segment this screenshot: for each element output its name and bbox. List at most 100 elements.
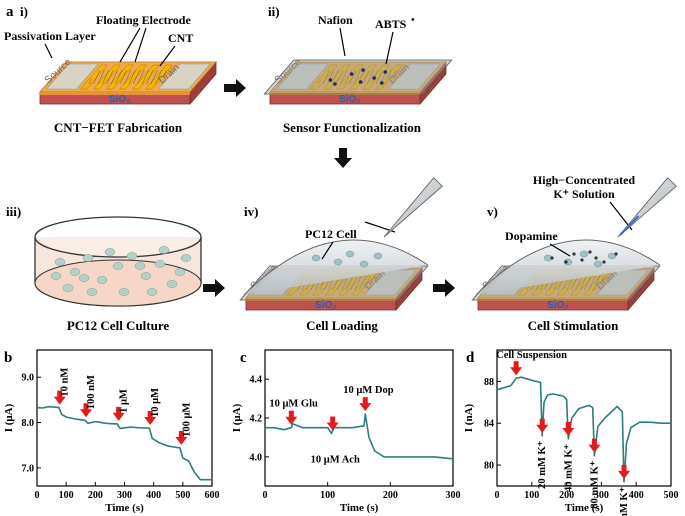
injection-label: 20 mM K⁺ — [537, 440, 548, 489]
series-line — [36, 405, 212, 481]
x-tick-label: 100 — [320, 490, 335, 501]
cultured-cell — [126, 252, 138, 260]
injection-label: 80 mM K⁺ — [589, 460, 600, 509]
injection-label: 10 nM — [60, 368, 71, 397]
flow-arrows — [203, 79, 455, 297]
dopamine-molecule — [550, 256, 554, 260]
cultured-cell — [174, 268, 186, 276]
callout-pc12-cell: PC12 Cell — [305, 227, 357, 241]
injection-arrow — [175, 430, 188, 445]
x-tick-label: 0 — [495, 490, 500, 501]
substrate-label: SiO₂ — [109, 94, 131, 105]
arrow-i-to-ii — [224, 79, 246, 97]
injection-arrow — [112, 406, 125, 421]
x-tick-label: 400 — [146, 490, 161, 501]
injection-arrow — [588, 438, 601, 453]
cnt-network — [86, 70, 170, 84]
petri-dish: PC12 Cell Culture — [34, 216, 202, 333]
substrate-label: SiO₂ — [339, 94, 361, 105]
x-axis-label: Time (s) — [105, 502, 144, 514]
pc12-cell — [593, 260, 603, 268]
cultured-cell — [69, 268, 81, 276]
cultured-cell — [166, 280, 178, 288]
callout-passivation-layer: Passivation Layer — [4, 29, 96, 43]
source-pad — [275, 63, 329, 90]
injection-arrow — [562, 421, 575, 436]
injection-arrow — [80, 403, 92, 418]
k-solution-fill — [619, 215, 640, 236]
abts-molecule — [380, 81, 384, 85]
cultured-cell — [82, 254, 94, 262]
injection-arrow — [144, 410, 157, 425]
injection-arrow — [618, 464, 631, 479]
medium-droplet — [243, 239, 429, 296]
dopamine-molecule — [614, 252, 618, 256]
callout-nafion: Nafion — [318, 13, 353, 27]
pipette — [383, 177, 443, 238]
leader-dopamine — [549, 243, 571, 257]
y-tick-label: 8.0 — [22, 418, 35, 429]
x-tick-label: 300 — [594, 490, 609, 501]
leader-pc12-cell — [321, 241, 334, 260]
cultured-cell — [140, 272, 152, 280]
cultured-cell — [62, 284, 74, 292]
panel-label-c: c — [240, 350, 247, 366]
injection-label: Cell Suspension — [496, 350, 567, 361]
y-tick-label: 7.0 — [22, 463, 35, 474]
panel-label-b: b — [4, 350, 12, 366]
x-axis-label: Time (s) — [340, 502, 379, 514]
x-tick-label: 300 — [117, 490, 132, 501]
cultured-cell — [104, 248, 116, 256]
injection-label: 10 μM — [150, 388, 161, 417]
caption-fabrication: CNT−FET Fabrication — [54, 120, 183, 135]
y-tick-label: 88 — [484, 377, 494, 388]
y-tick-label: 84 — [484, 419, 494, 430]
injection-label: 40 mM K⁺ — [563, 443, 574, 492]
callout-k-solution: K⁺ Solution — [553, 187, 615, 201]
caption-loading: Cell Loading — [306, 318, 378, 333]
drain-pad — [157, 63, 211, 90]
dopamine-molecule — [564, 260, 568, 264]
pc12-cell — [359, 260, 369, 268]
drain-pad — [363, 269, 417, 296]
cultured-cell — [180, 254, 192, 262]
x-tick-label: 200 — [559, 490, 574, 501]
step-label-iv: iv) — [244, 204, 258, 219]
injection-arrow — [53, 390, 66, 405]
injection-label: 10 μM Dop — [343, 385, 393, 396]
cultured-cell — [112, 262, 124, 270]
injection-arrow — [285, 410, 298, 425]
panel-label-a: a — [6, 4, 14, 20]
callout-cnt: CNT — [168, 31, 193, 45]
drain-pad — [387, 63, 441, 90]
injection-arrow — [510, 361, 523, 376]
oxide-edge — [40, 92, 190, 95]
caption-functionalization: Sensor Functionalization — [283, 120, 422, 135]
leader-nafion — [339, 27, 346, 57]
leader-electrode-1 — [119, 27, 141, 63]
cultured-cell — [146, 288, 158, 296]
injection-label: 1 μM — [119, 389, 130, 413]
cultured-cell — [78, 274, 90, 282]
injection-label: 100 μM — [181, 403, 192, 437]
series-line — [265, 413, 454, 460]
x-tick-label: 200 — [383, 490, 398, 501]
callout-abts: ABTS — [375, 17, 407, 31]
abts-molecule — [383, 70, 388, 74]
injection-arrow — [359, 397, 372, 412]
leader-electrode-2 — [134, 27, 147, 63]
pc12-cell — [607, 252, 617, 260]
callout-abts-dot: • — [411, 15, 415, 26]
pc12-cell — [345, 250, 355, 258]
dopamine-molecule — [602, 260, 606, 264]
injection-arrow — [326, 416, 339, 431]
arrow-ii-to-iv — [334, 148, 352, 168]
cultured-cell — [158, 246, 170, 254]
step-label-ii: ii) — [268, 4, 280, 19]
